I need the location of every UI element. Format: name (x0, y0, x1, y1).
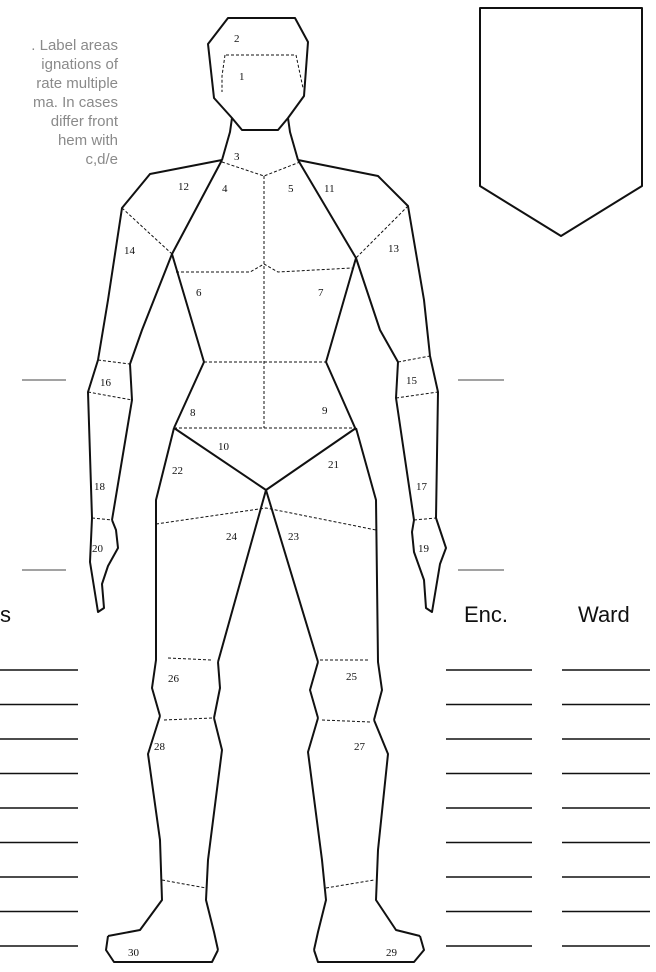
region-number-24: 24 (226, 531, 238, 543)
region-number-25: 25 (346, 671, 358, 683)
region-number-15: 15 (406, 375, 418, 387)
right-shin-outer (374, 720, 420, 936)
region-number-17: 17 (416, 481, 428, 493)
right-wrist-division (414, 518, 436, 520)
region-number-2: 2 (234, 33, 240, 45)
right-forearm-outer (430, 356, 438, 518)
thigh-division (156, 508, 376, 530)
right-shoulder-division (356, 206, 408, 258)
column-header-ward: Ward (578, 602, 630, 628)
right-leg-inner-upper (266, 490, 318, 662)
region-number-9: 9 (322, 405, 328, 417)
region-number-23: 23 (288, 531, 300, 543)
left-knee-bottom (164, 718, 212, 720)
region-number-8: 8 (190, 407, 196, 419)
torso-left-outline (98, 160, 222, 360)
region-number-6: 6 (196, 287, 202, 299)
right-foot (314, 936, 424, 962)
region-number-12: 12 (178, 181, 189, 193)
region-number-14: 14 (124, 245, 136, 257)
left-elbow-division (98, 360, 130, 364)
region-number-7: 7 (318, 287, 324, 299)
region-number-13: 13 (388, 243, 400, 255)
right-arm-inner (356, 258, 398, 362)
neck-division (222, 162, 300, 176)
column-header-partial: s (0, 602, 11, 628)
right-knee-inner (310, 662, 318, 718)
right-shin-inner (308, 718, 326, 950)
left-forearm-division (88, 392, 132, 400)
left-knee-inner (214, 662, 220, 718)
region-number-29: 29 (386, 947, 398, 959)
region-number-27: 27 (354, 741, 366, 753)
region-number-20: 20 (92, 543, 104, 555)
region-number-30: 30 (128, 947, 140, 959)
region-number-5: 5 (288, 183, 294, 195)
region-number-26: 26 (168, 673, 180, 685)
neck-left (222, 118, 232, 160)
right-forearm-division (396, 392, 438, 398)
left-ankle-division (162, 880, 206, 888)
right-knee-bottom (322, 720, 370, 722)
left-wrist-division (92, 518, 112, 520)
torso-right-outline (298, 160, 430, 356)
region-number-21: 21 (328, 459, 339, 471)
right-leg-outer-upper (356, 428, 382, 720)
region-number-16: 16 (100, 377, 112, 389)
right-torso-side (298, 160, 356, 430)
left-shin-inner (206, 718, 222, 950)
right-hand (412, 518, 446, 612)
region-number-11: 11 (324, 183, 335, 195)
shield-shape (480, 8, 642, 236)
left-forearm-outer (88, 360, 98, 518)
right-elbow-division (398, 356, 430, 362)
region-number-1: 1 (239, 71, 245, 83)
neck-right (288, 118, 298, 160)
region-number-4: 4 (222, 183, 228, 195)
left-forearm-inner (112, 364, 132, 520)
face-division (222, 55, 303, 92)
region-number-10: 10 (218, 441, 230, 453)
column-header-enc: Enc. (464, 602, 508, 628)
region-number-3: 3 (234, 151, 240, 163)
left-foot (106, 936, 218, 962)
head-outline (208, 18, 308, 130)
right-ankle-division (326, 880, 374, 888)
left-arm-inner (130, 254, 172, 364)
region-number-22: 22 (172, 465, 183, 477)
left-knee-top (168, 658, 212, 660)
region-number-19: 19 (418, 543, 430, 555)
region-number-28: 28 (154, 741, 166, 753)
region-number-18: 18 (94, 481, 106, 493)
left-hand (90, 518, 118, 612)
left-leg-inner-upper (218, 490, 266, 662)
